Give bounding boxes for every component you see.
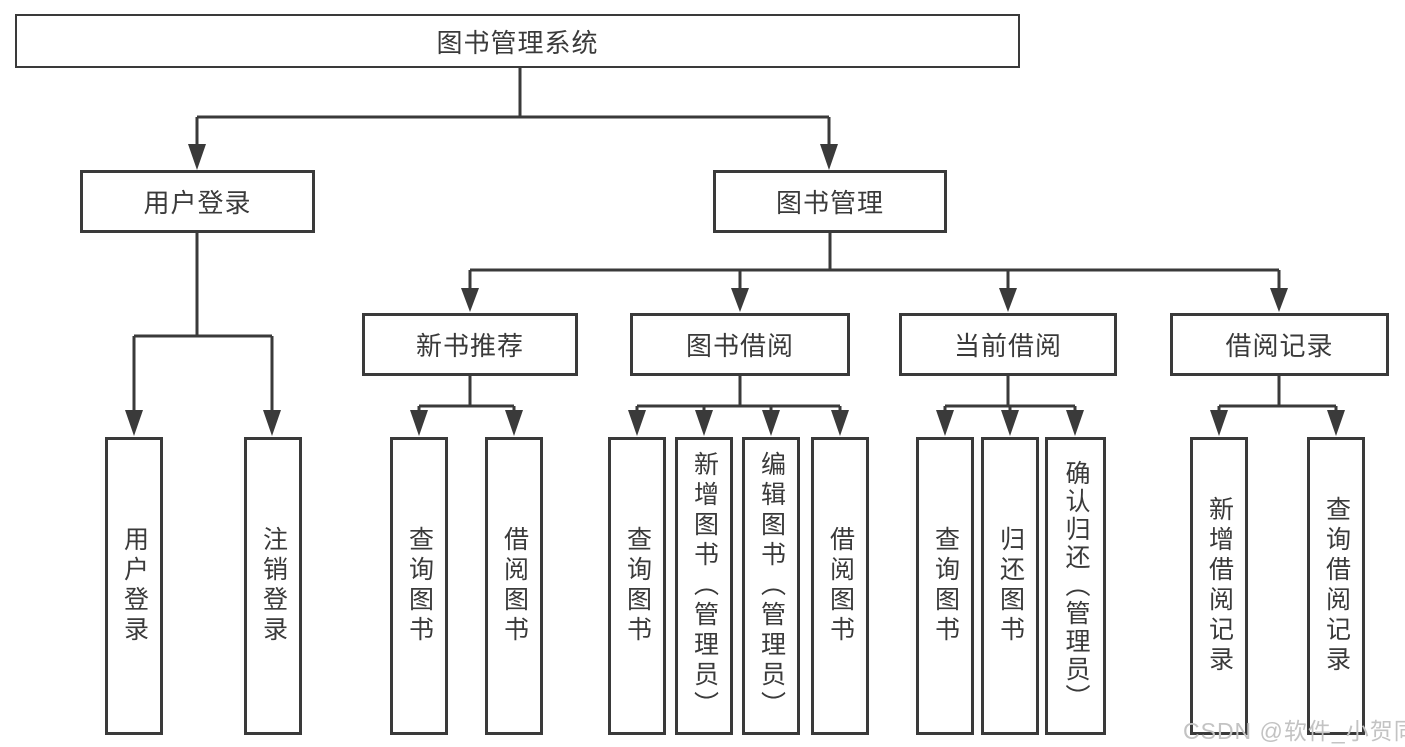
connector-bookmgmt-to-sections (461, 233, 1288, 312)
node-borrow-records: 借阅记录 (1170, 313, 1389, 376)
connector-current-to-leaves (936, 376, 1084, 436)
leaf-query-book-2: 查询图书 (608, 437, 666, 735)
node-root-label: 图书管理系统 (436, 27, 599, 58)
leaf-add-book-admin-label: 新增图书（管理员） (690, 451, 719, 721)
leaf-add-borrow-record: 新增借阅记录 (1190, 437, 1248, 735)
leaf-borrow-book-1-label: 借阅图书 (500, 526, 529, 646)
leaf-query-book-1-label: 查询图书 (405, 526, 434, 646)
leaf-user-login-label: 用户登录 (120, 526, 149, 646)
leaf-logout-label: 注销登录 (259, 526, 288, 646)
node-book-borrow-label: 图书借阅 (685, 331, 794, 361)
csdn-watermark: CSDN @软件_小贺同学 (1183, 718, 1405, 744)
node-book-management-label: 图书管理 (775, 188, 884, 218)
node-borrow-records-label: 借阅记录 (1225, 331, 1334, 361)
node-new-book-recommend: 新书推荐 (362, 313, 578, 376)
connector-root-to-branches (188, 68, 838, 170)
connector-borrow-to-leaves (628, 376, 849, 436)
node-root-system: 图书管理系统 (15, 14, 1020, 68)
connector-login-to-leaves (125, 233, 281, 436)
connector-newbook-to-leaves (410, 376, 523, 436)
leaf-logout: 注销登录 (244, 437, 302, 735)
node-user-login: 用户登录 (80, 170, 315, 233)
node-user-login-label: 用户登录 (143, 188, 252, 218)
leaf-query-book-3: 查询图书 (916, 437, 974, 735)
leaf-query-book-1: 查询图书 (390, 437, 448, 735)
connector-records-to-leaves (1210, 376, 1345, 436)
leaf-user-login: 用户登录 (105, 437, 163, 735)
leaf-confirm-return-admin-label: 确认归还（管理员） (1062, 460, 1090, 712)
leaf-query-book-2-label: 查询图书 (623, 526, 652, 646)
leaf-edit-book-admin-label: 编辑图书（管理员） (757, 451, 786, 721)
leaf-return-book: 归还图书 (981, 437, 1039, 735)
node-book-borrow: 图书借阅 (630, 313, 850, 376)
leaf-borrow-book-2-label: 借阅图书 (826, 526, 855, 646)
leaf-borrow-book-1: 借阅图书 (485, 437, 543, 735)
leaf-query-borrow-record-label: 查询借阅记录 (1322, 496, 1351, 676)
node-new-book-recommend-label: 新书推荐 (415, 331, 524, 361)
node-current-borrow: 当前借阅 (899, 313, 1117, 376)
node-book-management: 图书管理 (713, 170, 947, 233)
leaf-return-book-label: 归还图书 (996, 526, 1025, 646)
leaf-query-book-3-label: 查询图书 (931, 526, 960, 646)
leaf-add-book-admin: 新增图书（管理员） (675, 437, 733, 735)
leaf-confirm-return-admin: 确认归还（管理员） (1045, 437, 1106, 735)
leaf-borrow-book-2: 借阅图书 (811, 437, 869, 735)
leaf-edit-book-admin: 编辑图书（管理员） (742, 437, 800, 735)
leaf-query-borrow-record: 查询借阅记录 (1307, 437, 1365, 735)
leaf-add-borrow-record-label: 新增借阅记录 (1205, 496, 1234, 676)
node-current-borrow-label: 当前借阅 (953, 331, 1062, 361)
